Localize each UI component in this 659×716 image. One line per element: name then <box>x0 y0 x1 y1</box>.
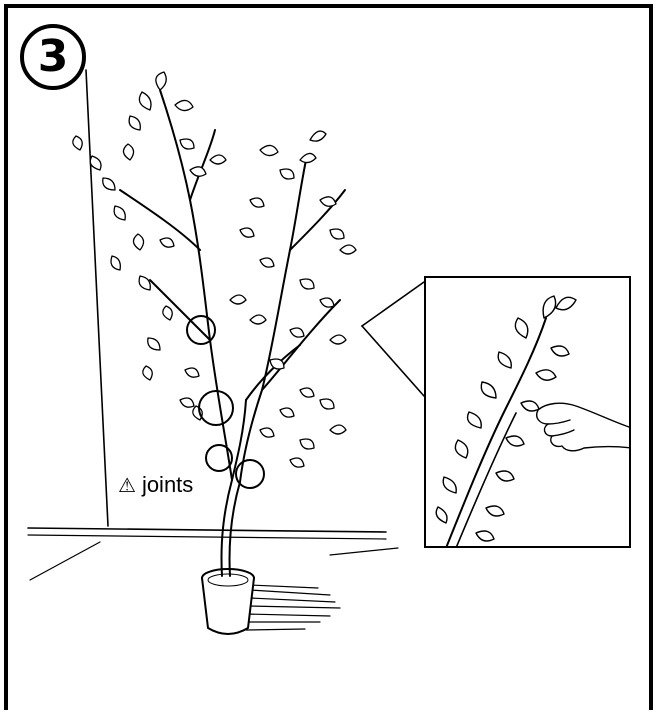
callout-line-top <box>362 282 424 326</box>
wall-baseboard-bottom <box>28 535 386 539</box>
joint-marker <box>199 391 233 425</box>
wall-corner-line <box>86 70 108 526</box>
plant-pot <box>202 569 254 634</box>
wall-baseboard-top <box>28 528 386 532</box>
floor-line-left <box>30 542 100 580</box>
warning-triangle-icon: ⚠ <box>118 475 136 495</box>
trunk <box>120 90 345 576</box>
callout-line-bottom <box>362 326 424 396</box>
joints-callout: ⚠ joints <box>118 472 193 498</box>
pot-shadow <box>246 585 340 630</box>
floor-line-right <box>330 548 398 555</box>
detail-inset <box>424 276 631 548</box>
step-number-badge: 3 <box>20 24 86 90</box>
hand-icon <box>537 403 631 451</box>
branch-detail-illustration <box>426 278 631 548</box>
joints-label-text: joints <box>142 472 193 498</box>
